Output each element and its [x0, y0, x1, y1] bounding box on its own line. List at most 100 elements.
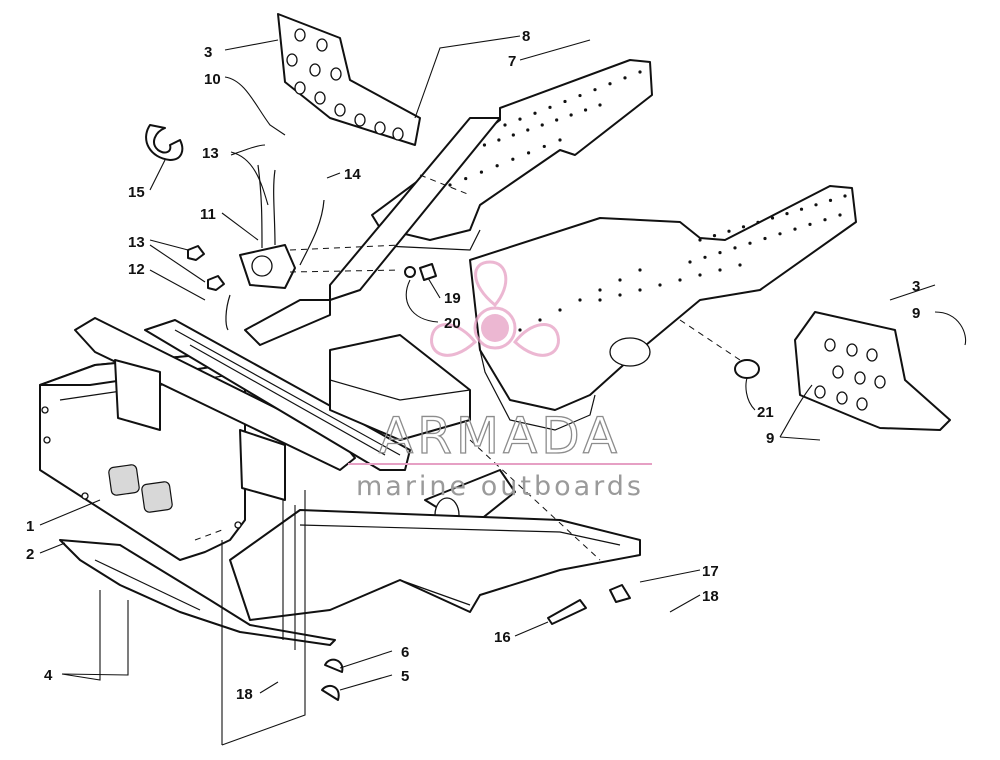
rivet-hole	[763, 236, 767, 241]
callout-3: 3	[912, 278, 920, 295]
callout-15: 16	[494, 629, 511, 646]
footrest-lower	[794, 311, 951, 431]
rivet-hole	[540, 123, 544, 127]
rivet-hole	[526, 128, 530, 132]
rivet-hole	[598, 298, 602, 302]
rivet-hole	[511, 133, 515, 137]
footrest-hole	[314, 91, 326, 105]
rivet-hole	[638, 268, 642, 272]
callout-16: 17	[702, 563, 719, 580]
callout-2: 2	[26, 546, 34, 563]
rivet-hole	[698, 273, 702, 277]
rivet-hole	[712, 234, 717, 238]
footrest-hole	[866, 348, 878, 362]
callout-19: 19	[444, 290, 461, 307]
rivet-hole	[718, 251, 722, 255]
rivet-hole	[497, 138, 501, 142]
leader-lines	[39, 35, 967, 746]
rivet-hole	[748, 241, 752, 245]
rivet-hole	[464, 176, 468, 181]
rivet-hole	[563, 99, 567, 104]
footrest-hole	[874, 375, 886, 389]
propeller-logo	[430, 260, 560, 357]
footrest-hole	[316, 38, 328, 52]
footrest-hole	[392, 127, 404, 141]
lower-right-rail	[469, 185, 857, 431]
rivet-hole	[770, 216, 775, 220]
rivet-hole	[793, 227, 797, 231]
hardware-bits	[187, 245, 760, 701]
callout-3: 3	[204, 44, 212, 61]
footrest-hole	[846, 343, 858, 357]
front-skid-plate	[59, 539, 336, 646]
rivet-hole	[548, 105, 552, 109]
callout-13: 13	[202, 145, 219, 162]
rivet-hole	[658, 283, 662, 287]
footrest-hole	[836, 391, 848, 405]
callout-13: 14	[344, 166, 361, 183]
rivet-hole	[558, 138, 562, 142]
rivet-hole	[756, 220, 760, 224]
rivet-hole	[618, 278, 622, 282]
rivet-hole	[727, 229, 731, 233]
rivet-hole	[598, 103, 602, 107]
rivet-hole	[785, 212, 789, 216]
center-box	[329, 334, 471, 441]
footrest-hole	[309, 63, 321, 77]
rivet-hole	[638, 288, 642, 292]
hose-clamp	[145, 124, 184, 161]
rivet-hole	[578, 298, 582, 302]
rivet-hole	[738, 263, 742, 267]
callout-9: 9	[766, 430, 774, 447]
callout-17: 18	[702, 588, 719, 605]
rivet-hole	[593, 88, 597, 92]
rivet-hole	[718, 268, 722, 272]
callout-8: 8	[522, 28, 530, 45]
callout-8: 9	[912, 305, 920, 322]
rivet-hole	[698, 238, 702, 242]
rivet-hole	[814, 203, 818, 207]
footrest-hole	[854, 371, 866, 385]
rivet-hole	[608, 82, 612, 86]
fuel-pump	[225, 164, 325, 331]
steering-cross-beam	[74, 317, 411, 501]
front-bulkhead	[39, 351, 246, 561]
rivet-hole	[618, 293, 622, 297]
rivet-hole	[555, 118, 559, 122]
rail-rivet-holes	[448, 70, 847, 332]
callout-9: 10	[204, 71, 221, 88]
callout-4: 4	[44, 667, 53, 684]
assembly-dash-lines	[194, 174, 741, 561]
watermark: ARMADA marine outboards	[348, 260, 652, 502]
floor-pan	[229, 509, 641, 621]
rivet-hole	[678, 278, 682, 282]
rivet-hole	[638, 70, 642, 74]
callout-5: 5	[401, 668, 409, 685]
callout-21: 21	[757, 404, 774, 421]
callout-18: 18	[236, 686, 253, 703]
rivet-hole	[448, 183, 452, 187]
rivet-hole	[558, 308, 562, 312]
footrest-hole	[856, 397, 868, 411]
rivet-hole	[838, 213, 842, 217]
footrest-hole	[824, 338, 836, 352]
rivet-hole	[538, 318, 542, 322]
rivet-hole	[843, 194, 847, 198]
rivet-hole	[703, 255, 707, 259]
footrest-hole	[286, 53, 298, 67]
watermark-tagline: marine outboards	[356, 471, 644, 502]
rivet-hole	[733, 246, 737, 250]
footrest-hole	[354, 113, 366, 127]
callout-14: 15	[128, 184, 145, 201]
callout-10: 11	[200, 206, 216, 223]
rivet-hole	[828, 198, 833, 202]
rivet-hole	[778, 232, 782, 236]
footrest-hole	[294, 28, 306, 42]
rivet-hole	[688, 260, 692, 264]
footrest-hole	[330, 67, 342, 81]
left-inner-rail	[244, 117, 501, 346]
rivet-hole	[598, 288, 602, 292]
watermark-brand: ARMADA	[379, 407, 621, 465]
callout-6: 6	[401, 644, 409, 661]
